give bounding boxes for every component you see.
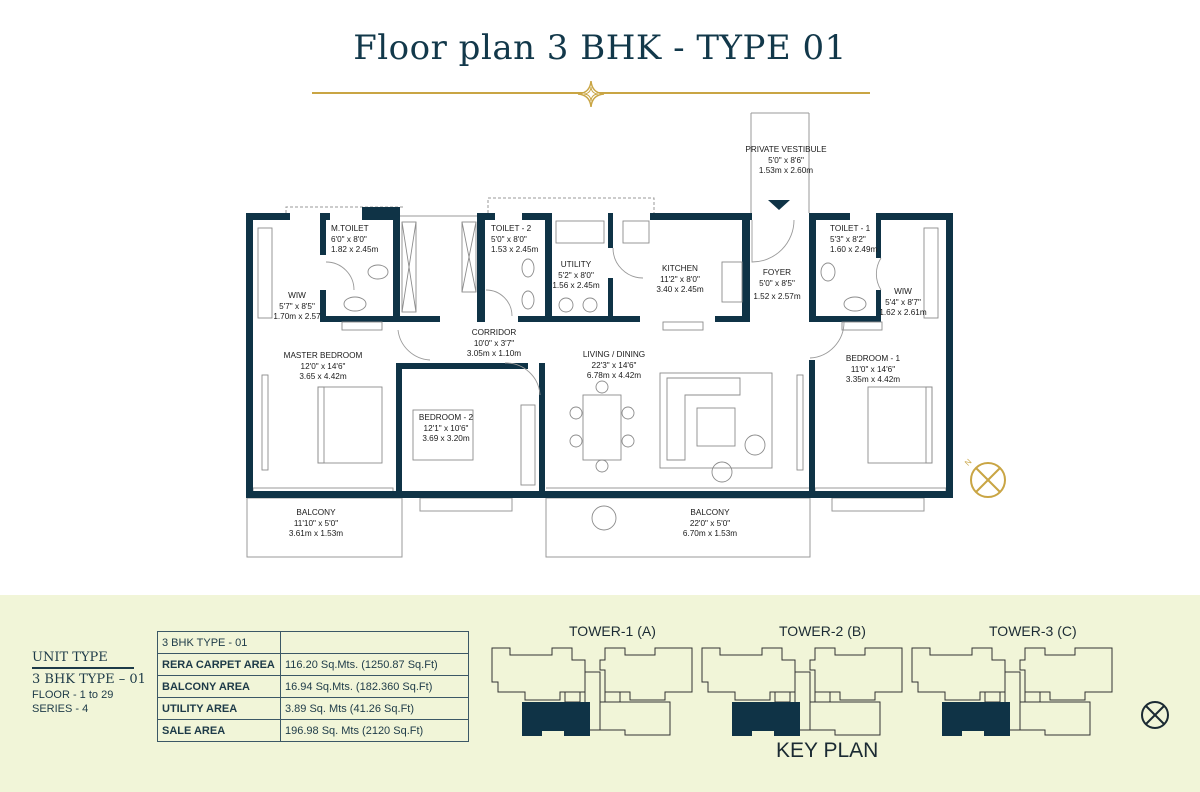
tower-label-1: TOWER-1 (A) (569, 623, 656, 639)
highlighted-unit (732, 702, 800, 736)
page-title: Floor plan 3 BHK - TYPE 01 (353, 28, 847, 68)
room-dimension-imperial: 5'0" x 8'5" (759, 278, 795, 288)
room-name: M.TOILET (331, 224, 369, 233)
room-name: CORRIDOR (471, 328, 517, 337)
doors (325, 219, 882, 396)
unit-type-heading: UNIT TYPE (32, 650, 134, 669)
room-dimension-imperial: 5'0" x 8'6" (768, 155, 804, 165)
room-dimension-imperial: 12'1" x 10'6" (423, 423, 469, 433)
room-name: BEDROOM - 2 (418, 413, 474, 422)
room-dimension-metric: 6.70m x 1.53m (682, 529, 738, 538)
area-value: 196.98 Sq. Mts (2120 Sq.Ft) (280, 719, 469, 742)
tower-label-3: TOWER-3 (C) (989, 623, 1077, 639)
room-dimension-metric: 1.56 x 2.45m (552, 281, 600, 290)
room-dimension-imperial: 5'7" x 8'5" (279, 301, 315, 311)
key-plan-title: KEY PLAN (776, 739, 879, 762)
room-name: KITCHEN (662, 264, 698, 273)
unit-series: SERIES - 4 (32, 703, 89, 715)
room-name: UTILITY (560, 260, 592, 269)
tower-2-outline (701, 647, 903, 736)
room-dimension-metric: 3.35m x 4.42m (845, 375, 901, 384)
area-value: 3.89 Sq. Mts (41.26 Sq.Ft) (280, 697, 469, 720)
room-dimension-imperial: 12'0" x 14'6" (300, 361, 346, 371)
furniture (257, 220, 939, 531)
room-name: PRIVATE VESTIBULE (745, 145, 827, 154)
room-dimension-metric: 1.53m x 2.60m (758, 166, 814, 175)
room-dimension-imperial: 5'3" x 8'2" (830, 234, 866, 244)
compass-icon: N (963, 457, 1006, 498)
room-dimension-imperial: 11'2" x 8'0" (660, 274, 700, 284)
room-dimension-metric: 1.60 x 2.49m (830, 245, 878, 254)
room-name: WIW (894, 287, 912, 296)
room-name: FOYER (762, 268, 792, 277)
table-row: 3 BHK TYPE - 01 (157, 631, 469, 654)
room-name: TOILET - 1 (830, 224, 871, 233)
room-dimension-imperial: 6'0" x 8'0" (331, 234, 367, 244)
area-value: 116.20 Sq.Mts. (1250.87 Sq.Ft) (280, 653, 469, 676)
floor-plan: N (246, 112, 1006, 558)
room-dimension-metric: 3.69 x 3.20m (422, 434, 470, 443)
room-dimension-metric: 1.53 x 2.45m (491, 245, 539, 254)
area-label: SALE AREA (157, 719, 281, 742)
room-dimension-imperial: 11'0" x 14'6" (850, 364, 896, 374)
room-name: BALCONY (690, 508, 730, 517)
tower-3-outline (911, 647, 1113, 736)
unit-info: UNIT TYPE 3 BHK TYPE – 01 FLOOR - 1 to 2… (32, 650, 146, 715)
room-dimension-metric: 3.40 x 2.45m (656, 285, 704, 294)
room-dimension-metric: 3.61m x 1.53m (288, 529, 344, 538)
entrance-arrow-icon (768, 200, 790, 210)
room-dimension-metric: 3.05m x 1.10m (466, 349, 522, 358)
room-dimension-imperial: 10'0" x 3'7" (473, 338, 515, 348)
room-dimension-imperial: 22'0" x 5'0" (689, 518, 731, 528)
room-name: TOILET - 2 (491, 224, 532, 233)
room-dimension-metric: 3.65 x 4.42m (299, 372, 347, 381)
room-dimension-imperial: 22'3" x 14'6" (591, 360, 637, 370)
room-dimension-metric: 1.62 x 2.61m (879, 308, 927, 317)
svg-text:N: N (963, 457, 974, 468)
key-plan-compass-icon (1141, 701, 1169, 729)
unit-type-value: 3 BHK TYPE – 01 (32, 672, 146, 687)
tower-label-2: TOWER-2 (B) (779, 623, 866, 639)
tower-1-outline (491, 647, 693, 736)
room-dimension-metric: 1.82 x 2.45m (331, 245, 379, 254)
room-name: BALCONY (296, 508, 336, 517)
room-name: WIW (288, 291, 306, 300)
room-dimension-imperial: 5'4" x 8'7" (885, 297, 921, 307)
room-dimension-imperial: 5'0" x 8'0" (491, 234, 527, 244)
room-name: MASTER BEDROOM (283, 351, 363, 360)
area-value: 16.94 Sq.Mts. (182.360 Sq.Ft) (280, 675, 469, 698)
room-dimension-metric: 1.52 x 2.57m (753, 292, 801, 301)
room-dimension-metric: 1.70m x 2.57 (273, 312, 321, 321)
highlighted-unit (522, 702, 590, 736)
room-dimension-imperial: 11'10" x 5'0" (293, 518, 339, 528)
unit-floor: FLOOR - 1 to 29 (32, 689, 114, 701)
room-dimension-imperial: 5'2" x 8'0" (558, 270, 594, 280)
walls (246, 207, 953, 498)
diamond-ornament-icon (577, 80, 605, 108)
room-name: LIVING / DINING (582, 350, 646, 359)
highlighted-unit (942, 702, 1010, 736)
room-name: BEDROOM - 1 (845, 354, 901, 363)
room-dimension-metric: 6.78m x 4.42m (586, 371, 642, 380)
